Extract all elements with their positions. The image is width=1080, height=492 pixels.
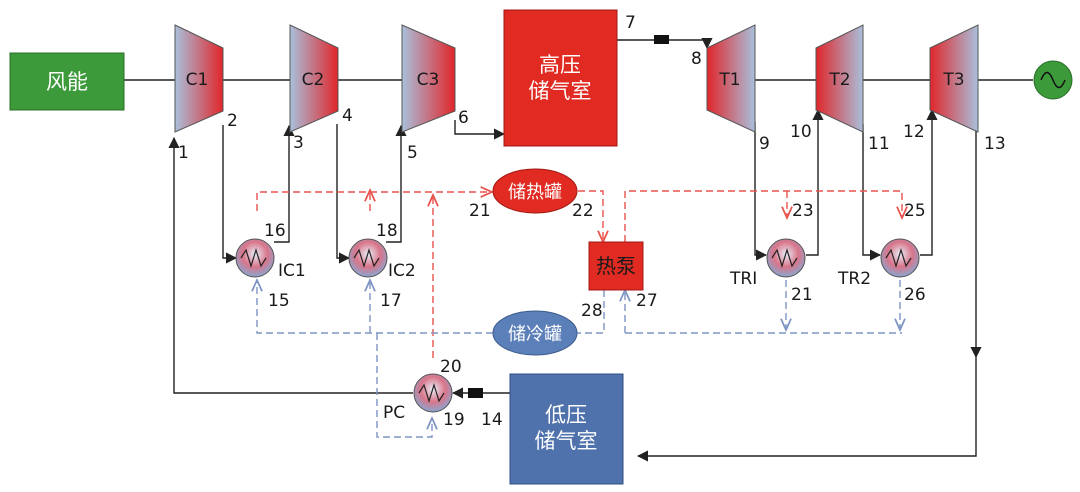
node-9: 9 [759,134,770,154]
hp-store-label-2: 储气室 [529,79,592,103]
lp-store-label-1: 低压 [545,403,587,427]
lp-store-label-2: 储气室 [535,429,598,453]
cold-fluid-loop [257,280,902,438]
hp-store-label-1: 高压 [539,53,581,77]
node-22: 22 [572,201,594,221]
node-2: 2 [227,111,238,131]
node-17: 17 [380,291,402,311]
node-1: 1 [178,143,189,163]
high-pressure-storage: 高压 储气室 [503,9,618,147]
node-5: 5 [407,143,418,163]
node-27: 27 [636,291,658,311]
node-14: 14 [481,410,503,430]
t2-label: T2 [828,70,850,90]
node-10: 10 [790,122,812,142]
valve-icon [654,35,669,44]
cold-tank-label: 储冷罐 [508,324,562,345]
c1-label: C1 [186,70,209,90]
tr2-label: TR2 [837,269,871,289]
wind-label: 风能 [46,70,88,94]
heat-exchanger-tr2: TR2 [837,238,920,289]
heat-exchanger-tri: TRI [729,238,806,289]
heat-pump-block: 热泵 [588,241,644,291]
heat-pump-label: 热泵 [596,254,636,278]
hot-fluid-loop [256,190,902,358]
node-19: 19 [443,410,465,430]
node-21-tri: 21 [791,285,813,305]
node-15: 15 [268,291,290,311]
compressor-c1: C1 [174,24,224,133]
wind-power-block: 风能 [9,52,125,111]
compressor-c2: C2 [289,24,339,133]
node-labels: 1 2 3 4 5 6 7 8 9 10 11 12 13 14 15 16 1… [178,13,1006,430]
hot-storage-tank: 储热罐 [492,168,578,214]
ic1-label: IC1 [278,261,306,281]
valve-icon-2 [468,388,483,398]
node-23: 23 [792,201,814,221]
low-pressure-storage: 低压 储气室 [509,373,624,485]
node-13: 13 [984,134,1006,154]
node-12: 12 [903,122,925,142]
cold-storage-tank: 储冷罐 [492,310,578,356]
tri-label: TRI [729,269,757,289]
pc-label: PC [383,403,405,423]
heat-exchanger-pc: PC [383,373,453,423]
node-7: 7 [625,13,636,33]
node-3: 3 [293,133,304,153]
sine-wave-icon [1033,60,1073,100]
node-28: 28 [581,301,603,321]
heat-exchanger-ic2: IC2 [348,238,416,281]
node-11: 11 [868,134,890,154]
node-20: 20 [440,357,462,377]
heat-exchanger-ic1: IC1 [235,238,306,281]
turbine-t3: T3 [929,24,979,133]
node-25: 25 [904,201,926,221]
turbine-t1: T1 [706,24,756,133]
node-21-hot-tank: 21 [469,201,491,221]
hot-tank-label: 储热罐 [508,182,562,203]
node-8: 8 [691,49,702,69]
t3-label: T3 [942,70,964,90]
c3-label: C3 [417,70,440,90]
process-flow-lines [168,37,982,462]
node-26: 26 [904,285,926,305]
t1-label: T1 [718,70,740,90]
node-6: 6 [458,108,469,128]
c2-label: C2 [302,70,325,90]
node-4: 4 [342,106,353,126]
node-16: 16 [264,221,286,241]
ic2-label: IC2 [388,261,416,281]
compressor-c3: C3 [401,24,456,133]
node-18: 18 [376,221,398,241]
turbine-t2: T2 [815,24,864,133]
